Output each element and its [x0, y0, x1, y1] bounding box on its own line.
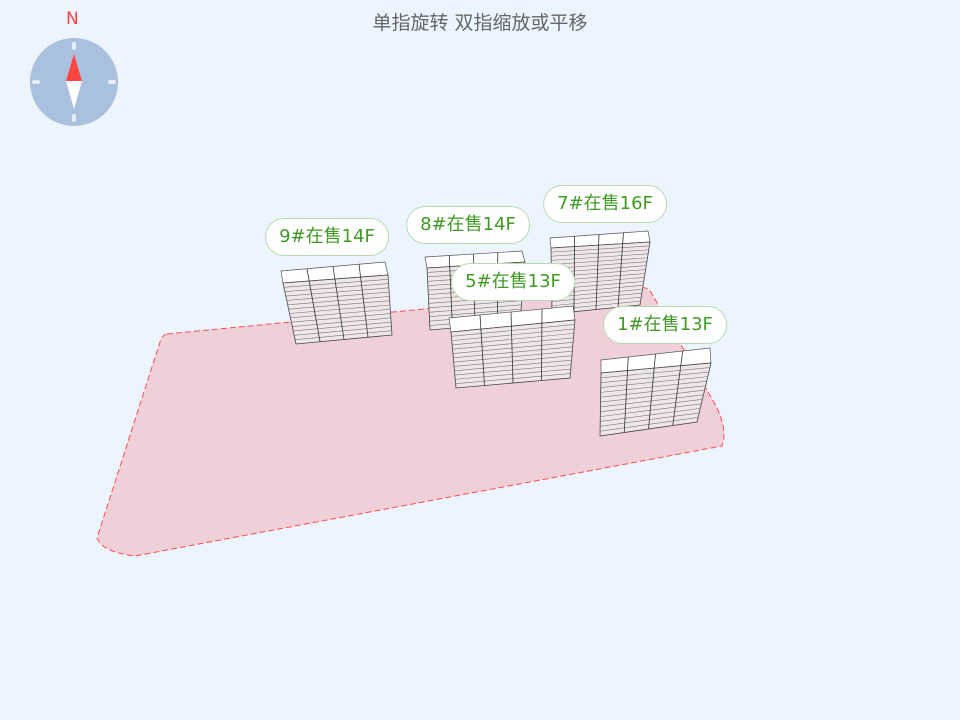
unit-divider — [573, 236, 575, 312]
floor-line — [284, 283, 389, 293]
compass-icon[interactable] — [30, 38, 120, 128]
floor-line — [429, 308, 522, 318]
floor-line — [600, 380, 707, 393]
floor-line — [286, 291, 390, 301]
floor-line — [451, 328, 575, 341]
unit-divider — [358, 264, 369, 338]
unit-divider — [648, 353, 656, 430]
floor-line — [428, 300, 522, 309]
building-label-5[interactable]: 5#在售13F — [451, 263, 575, 301]
floor-line — [451, 324, 575, 337]
floor-line — [600, 389, 705, 403]
floor-line — [600, 367, 710, 379]
building-label-1[interactable]: 1#在售13F — [603, 306, 727, 344]
unit-divider — [541, 308, 543, 381]
floor-line — [600, 376, 708, 388]
floor-line — [551, 253, 649, 261]
building-9[interactable] — [280, 261, 393, 345]
floor-line — [283, 278, 389, 288]
floor-line — [452, 342, 574, 354]
unit-divider — [332, 266, 345, 340]
building-label-9[interactable]: 9#在售14F — [265, 218, 389, 256]
unit-divider — [306, 268, 321, 342]
floor-line — [429, 304, 522, 313]
floor-line — [600, 399, 703, 413]
floor-line — [452, 337, 574, 350]
floor-line — [454, 355, 572, 367]
unit-divider — [623, 356, 629, 433]
building-label-7[interactable]: 7#在售16F — [543, 185, 667, 223]
floor-line — [453, 350, 573, 363]
building-facade — [450, 319, 576, 389]
building-1[interactable] — [599, 347, 712, 437]
unit-divider — [617, 232, 624, 308]
floor-line — [600, 394, 704, 408]
building-5[interactable] — [448, 305, 576, 389]
floor-line — [452, 333, 574, 346]
unit-divider — [595, 234, 600, 310]
floor-line — [551, 245, 650, 253]
building-7[interactable] — [549, 230, 651, 315]
floor-line — [600, 403, 702, 417]
unit-divider — [479, 314, 485, 386]
floor-line — [600, 408, 701, 422]
unit-divider — [448, 255, 453, 329]
unit-divider — [672, 350, 684, 426]
floor-line — [454, 359, 572, 372]
compass-north-label: N — [66, 9, 79, 29]
unit-divider — [510, 311, 514, 384]
building-label-8[interactable]: 8#在售14F — [406, 206, 530, 244]
floor-line — [453, 346, 573, 359]
floor-line — [600, 371, 709, 383]
gesture-hint: 单指旋转 双指缩放或平移 — [372, 12, 588, 34]
floor-line — [551, 249, 649, 257]
floor-line — [551, 257, 648, 265]
floor-line — [285, 287, 389, 297]
floor-line — [600, 385, 706, 398]
